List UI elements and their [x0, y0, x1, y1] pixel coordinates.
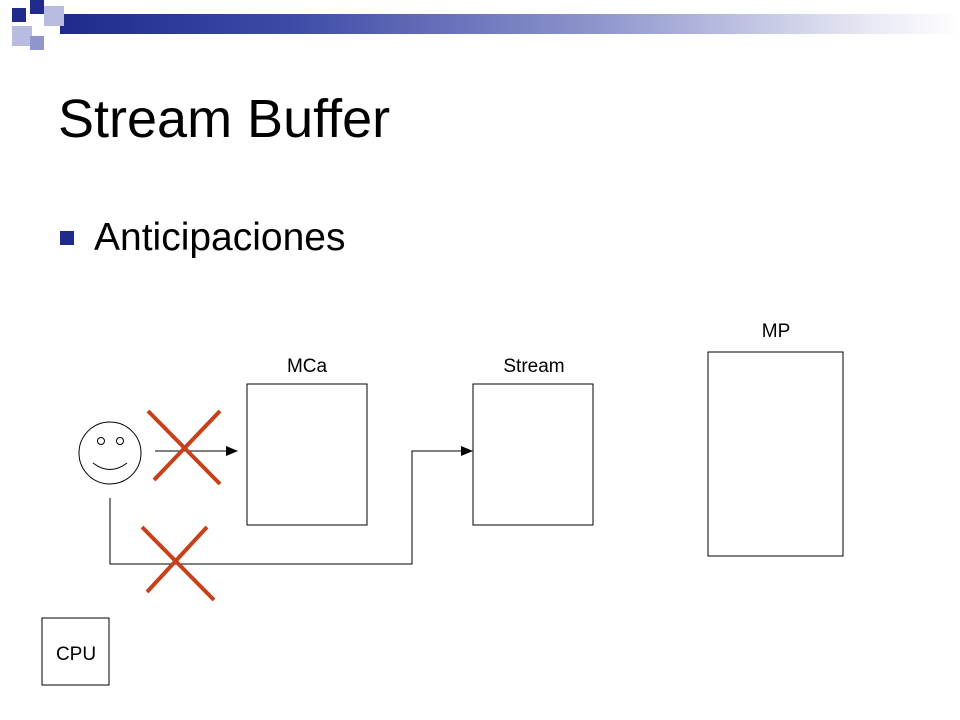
header-square-dark-2	[30, 0, 44, 14]
cache-label: MCa	[287, 356, 328, 377]
slide-title: Stream Buffer	[58, 89, 391, 149]
header-square-light-2	[12, 26, 32, 46]
red-x-icon	[140, 525, 216, 602]
header-square-light-1	[44, 6, 64, 26]
bullet-square-icon	[60, 231, 74, 245]
main-memory-box	[707, 351, 844, 557]
cpu-label: CPU	[56, 644, 96, 665]
red-x-icon	[146, 409, 222, 486]
header-gradient-bar	[60, 14, 960, 34]
stream-label: Stream	[503, 356, 564, 377]
main-memory-label: MP	[762, 321, 791, 342]
smiley-face-icon	[78, 421, 142, 485]
path-to-stream	[109, 446, 473, 565]
header-square-light-3	[30, 36, 44, 50]
cache-box	[246, 383, 368, 526]
header-square-dark-1	[12, 8, 26, 22]
bullet-text: Anticipaciones	[94, 216, 346, 259]
bullet-item: Anticipaciones	[60, 216, 345, 260]
stream-box	[472, 383, 594, 526]
cpu-box	[41, 617, 110, 686]
